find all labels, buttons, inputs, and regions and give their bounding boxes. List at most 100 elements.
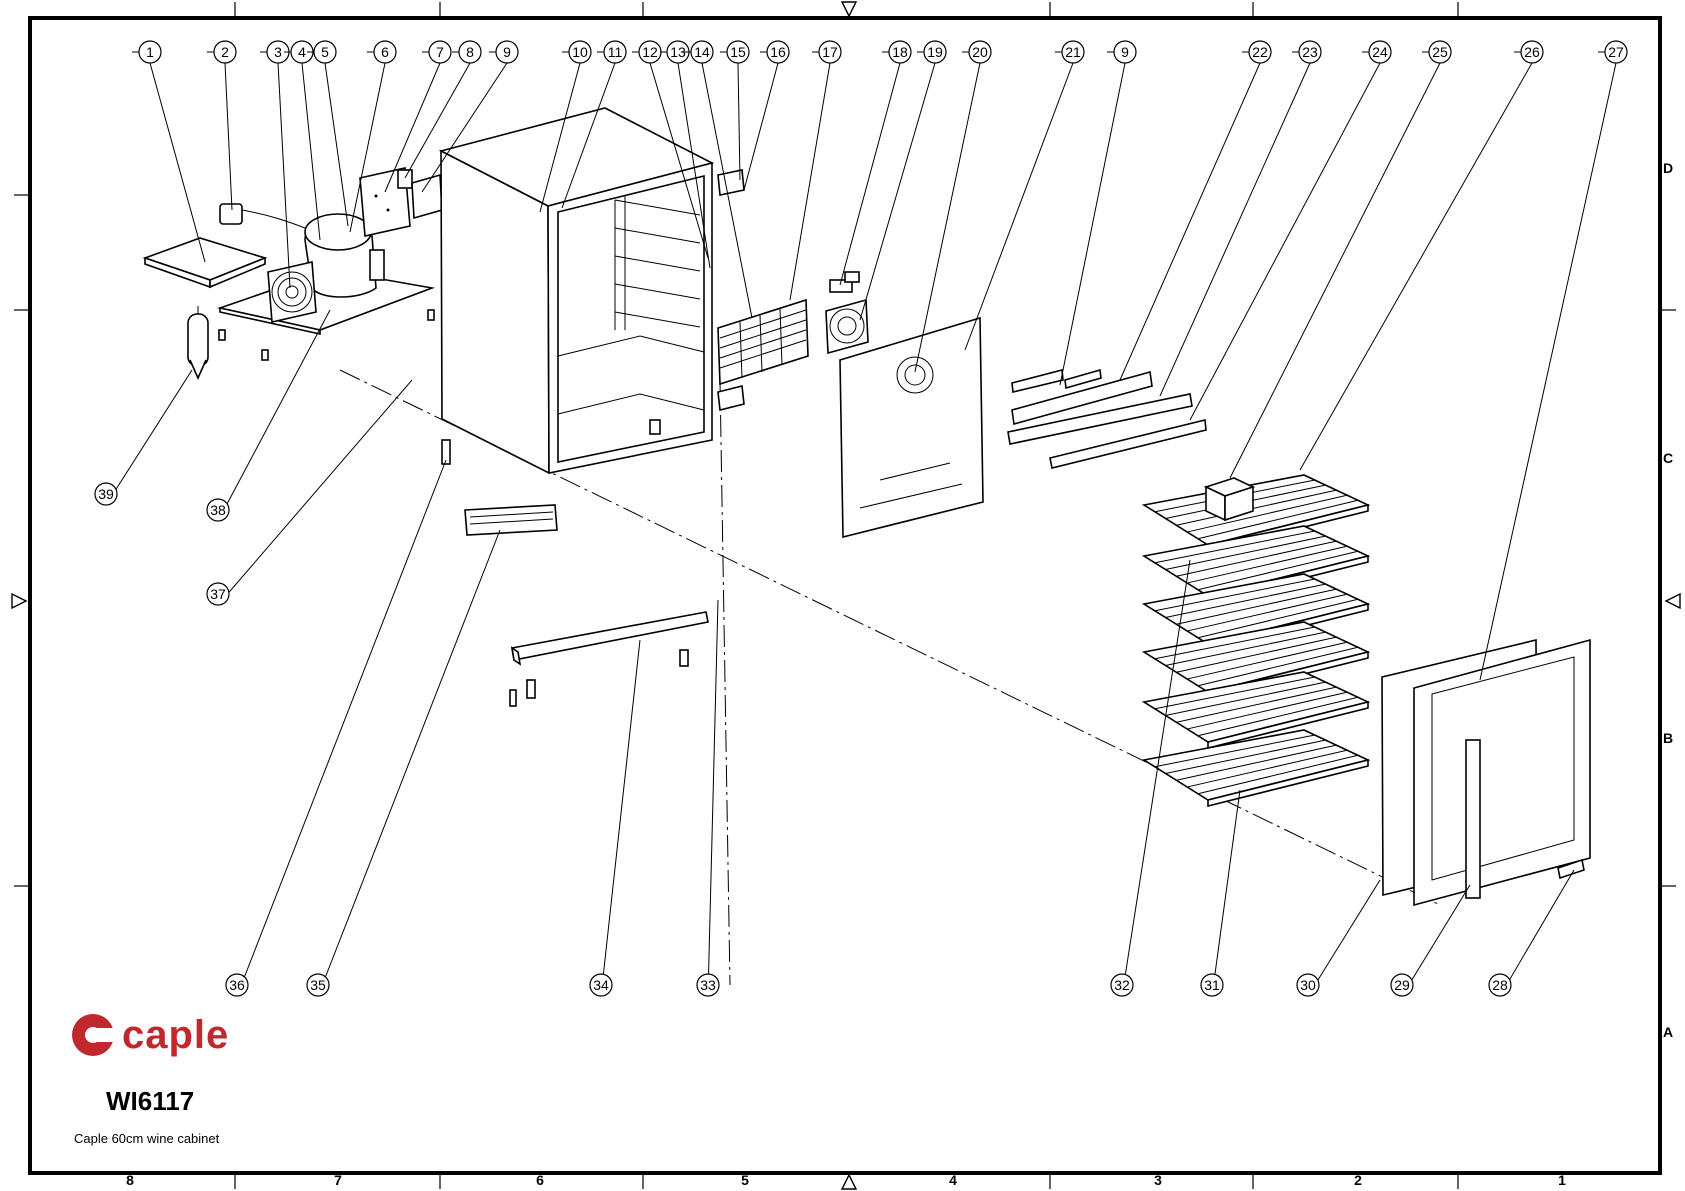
drip-tray [145,238,265,287]
svg-text:1: 1 [146,44,154,60]
row-label: B [1663,730,1673,746]
air-duct-cover [840,318,983,537]
svg-text:26: 26 [1524,44,1540,60]
svg-text:8: 8 [466,44,474,60]
svg-text:14: 14 [694,44,710,60]
svg-text:3: 3 [274,44,282,60]
brand-name: caple [122,1015,229,1055]
svg-text:36: 36 [229,977,245,993]
part-callout: 19 [860,41,946,320]
control-panel [1008,370,1206,468]
row-label: C [1663,450,1673,466]
part-callout: 28 [1489,870,1574,996]
svg-text:18: 18 [892,44,908,60]
column-label: 1 [1558,1172,1566,1188]
part-callout: 2 [207,41,236,210]
svg-text:21: 21 [1065,44,1081,60]
evaporator-coil [718,300,808,384]
svg-text:30: 30 [1300,977,1316,993]
cabinet-body [441,108,712,473]
svg-text:33: 33 [700,977,716,993]
model-description: Caple 60cm wine cabinet [74,1131,330,1146]
row-label: A [1663,1024,1673,1040]
column-label: 6 [536,1172,544,1188]
svg-text:6: 6 [381,44,389,60]
svg-text:34: 34 [593,977,609,993]
svg-text:16: 16 [770,44,786,60]
svg-text:5: 5 [321,44,329,60]
part-callout: 36 [226,460,446,996]
part-callout: 16 [744,41,789,190]
part-callout: 17 [790,41,841,300]
svg-text:27: 27 [1608,44,1624,60]
svg-text:29: 29 [1394,977,1410,993]
part-callout: 39 [95,370,192,505]
part-callout: 27 [1480,41,1627,680]
column-label: 5 [741,1172,749,1188]
row-label: D [1663,160,1673,176]
column-label: 3 [1154,1172,1162,1188]
part-callout: 22 [1120,41,1271,380]
svg-text:20: 20 [972,44,988,60]
svg-text:13: 13 [670,44,686,60]
svg-text:2: 2 [221,44,229,60]
svg-text:28: 28 [1492,977,1508,993]
part-callout: 31 [1201,790,1240,996]
center-markers [12,2,1680,1189]
svg-text:9: 9 [503,44,511,60]
part-callout: 3 [260,41,290,288]
svg-text:7: 7 [436,44,444,60]
model-number: WI6117 [106,1086,330,1117]
svg-text:15: 15 [730,44,746,60]
wine-shelf [1144,672,1368,748]
column-label: 7 [334,1172,342,1188]
svg-text:4: 4 [298,44,306,60]
part-callout: 21 [965,41,1084,350]
svg-text:35: 35 [310,977,326,993]
svg-text:19: 19 [927,44,943,60]
part-callout: 29 [1391,885,1470,996]
assembly-axis-vertical [720,380,730,985]
svg-text:10: 10 [572,44,588,60]
condenser-fan [268,262,316,322]
part-callout: 1 [132,41,205,262]
part-callout: 35 [307,530,500,996]
internal-fan [826,300,868,353]
wine-shelf [1144,730,1368,806]
part-callout: 5 [307,41,348,226]
column-label: 4 [949,1172,957,1188]
frame-ticks [14,2,1676,1189]
part-callout: 4 [284,41,320,240]
svg-text:12: 12 [642,44,658,60]
brand-logo: caple [70,1012,330,1058]
svg-text:9: 9 [1121,44,1129,60]
part-callout: 26 [1300,41,1543,470]
svg-text:25: 25 [1432,44,1448,60]
kick-plate-bracket [512,612,708,664]
part-callout: 30 [1297,880,1380,996]
condenser-coil-small [465,505,557,535]
column-label: 2 [1354,1172,1362,1188]
filter-drier [188,306,208,378]
power-plug [220,204,310,230]
part-callout: 34 [590,640,640,996]
svg-text:37: 37 [210,586,226,602]
part-callout: 38 [207,310,330,521]
part-callout: 15 [720,41,749,180]
part-callout: 33 [697,600,719,996]
glass-door [1382,640,1590,905]
caple-logo-mark-icon [70,1012,116,1058]
part-callout: 37 [207,380,412,605]
svg-text:11: 11 [608,44,623,60]
svg-text:23: 23 [1302,44,1318,60]
title-block: caple WI6117 Caple 60cm wine cabinet [70,1012,330,1146]
fan-connector [830,272,859,292]
svg-text:24: 24 [1372,44,1388,60]
part-callout: 18 [840,41,911,285]
svg-text:22: 22 [1252,44,1268,60]
drawing-frame [30,18,1660,1173]
bottle-holder [1206,478,1253,520]
rear-cover-panel [412,175,442,218]
part-callout: 25 [1230,41,1451,478]
svg-text:17: 17 [822,44,838,60]
